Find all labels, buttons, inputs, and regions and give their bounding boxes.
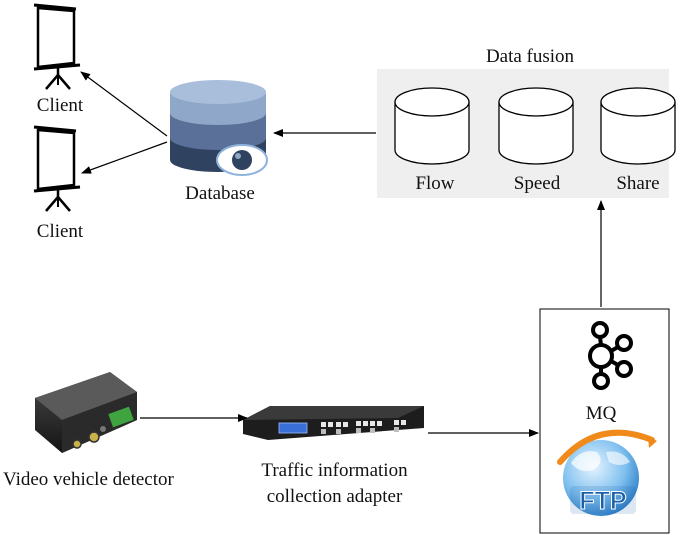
collection-adapter-device-icon (243, 406, 424, 440)
share-cylinder-icon (600, 87, 676, 165)
ftp-label: FTP (579, 487, 626, 515)
database-icon (170, 80, 268, 176)
video-detector-label: Video vehicle detector (3, 469, 174, 490)
kafka-icon (588, 321, 633, 390)
speed-cylinder-icon (498, 87, 574, 165)
client-bottom-projector-icon (33, 125, 81, 212)
arrow-database-to-client-bottom (81, 141, 168, 174)
store-label-share: Share (616, 173, 660, 194)
video-detector-device-icon (35, 372, 137, 453)
database-label: Database (185, 183, 255, 204)
mq-label: MQ (585, 403, 617, 424)
ftp-globe-icon: FTP (557, 429, 657, 516)
client-label-top: Client (36, 95, 84, 116)
adapter-label-line2: collection adapter (266, 486, 403, 507)
store-label-speed: Speed (513, 173, 561, 194)
store-label-flow: Flow (415, 173, 455, 194)
arrow-database-to-client-top (80, 71, 168, 137)
flow-cylinder-icon (394, 87, 470, 165)
client-top-projector-icon (33, 3, 81, 90)
client-label-bottom: Client (36, 221, 84, 242)
eye-icon (216, 144, 268, 176)
adapter-label-line1: Traffic information (261, 460, 408, 481)
data-fusion-title: Data fusion (485, 46, 575, 67)
